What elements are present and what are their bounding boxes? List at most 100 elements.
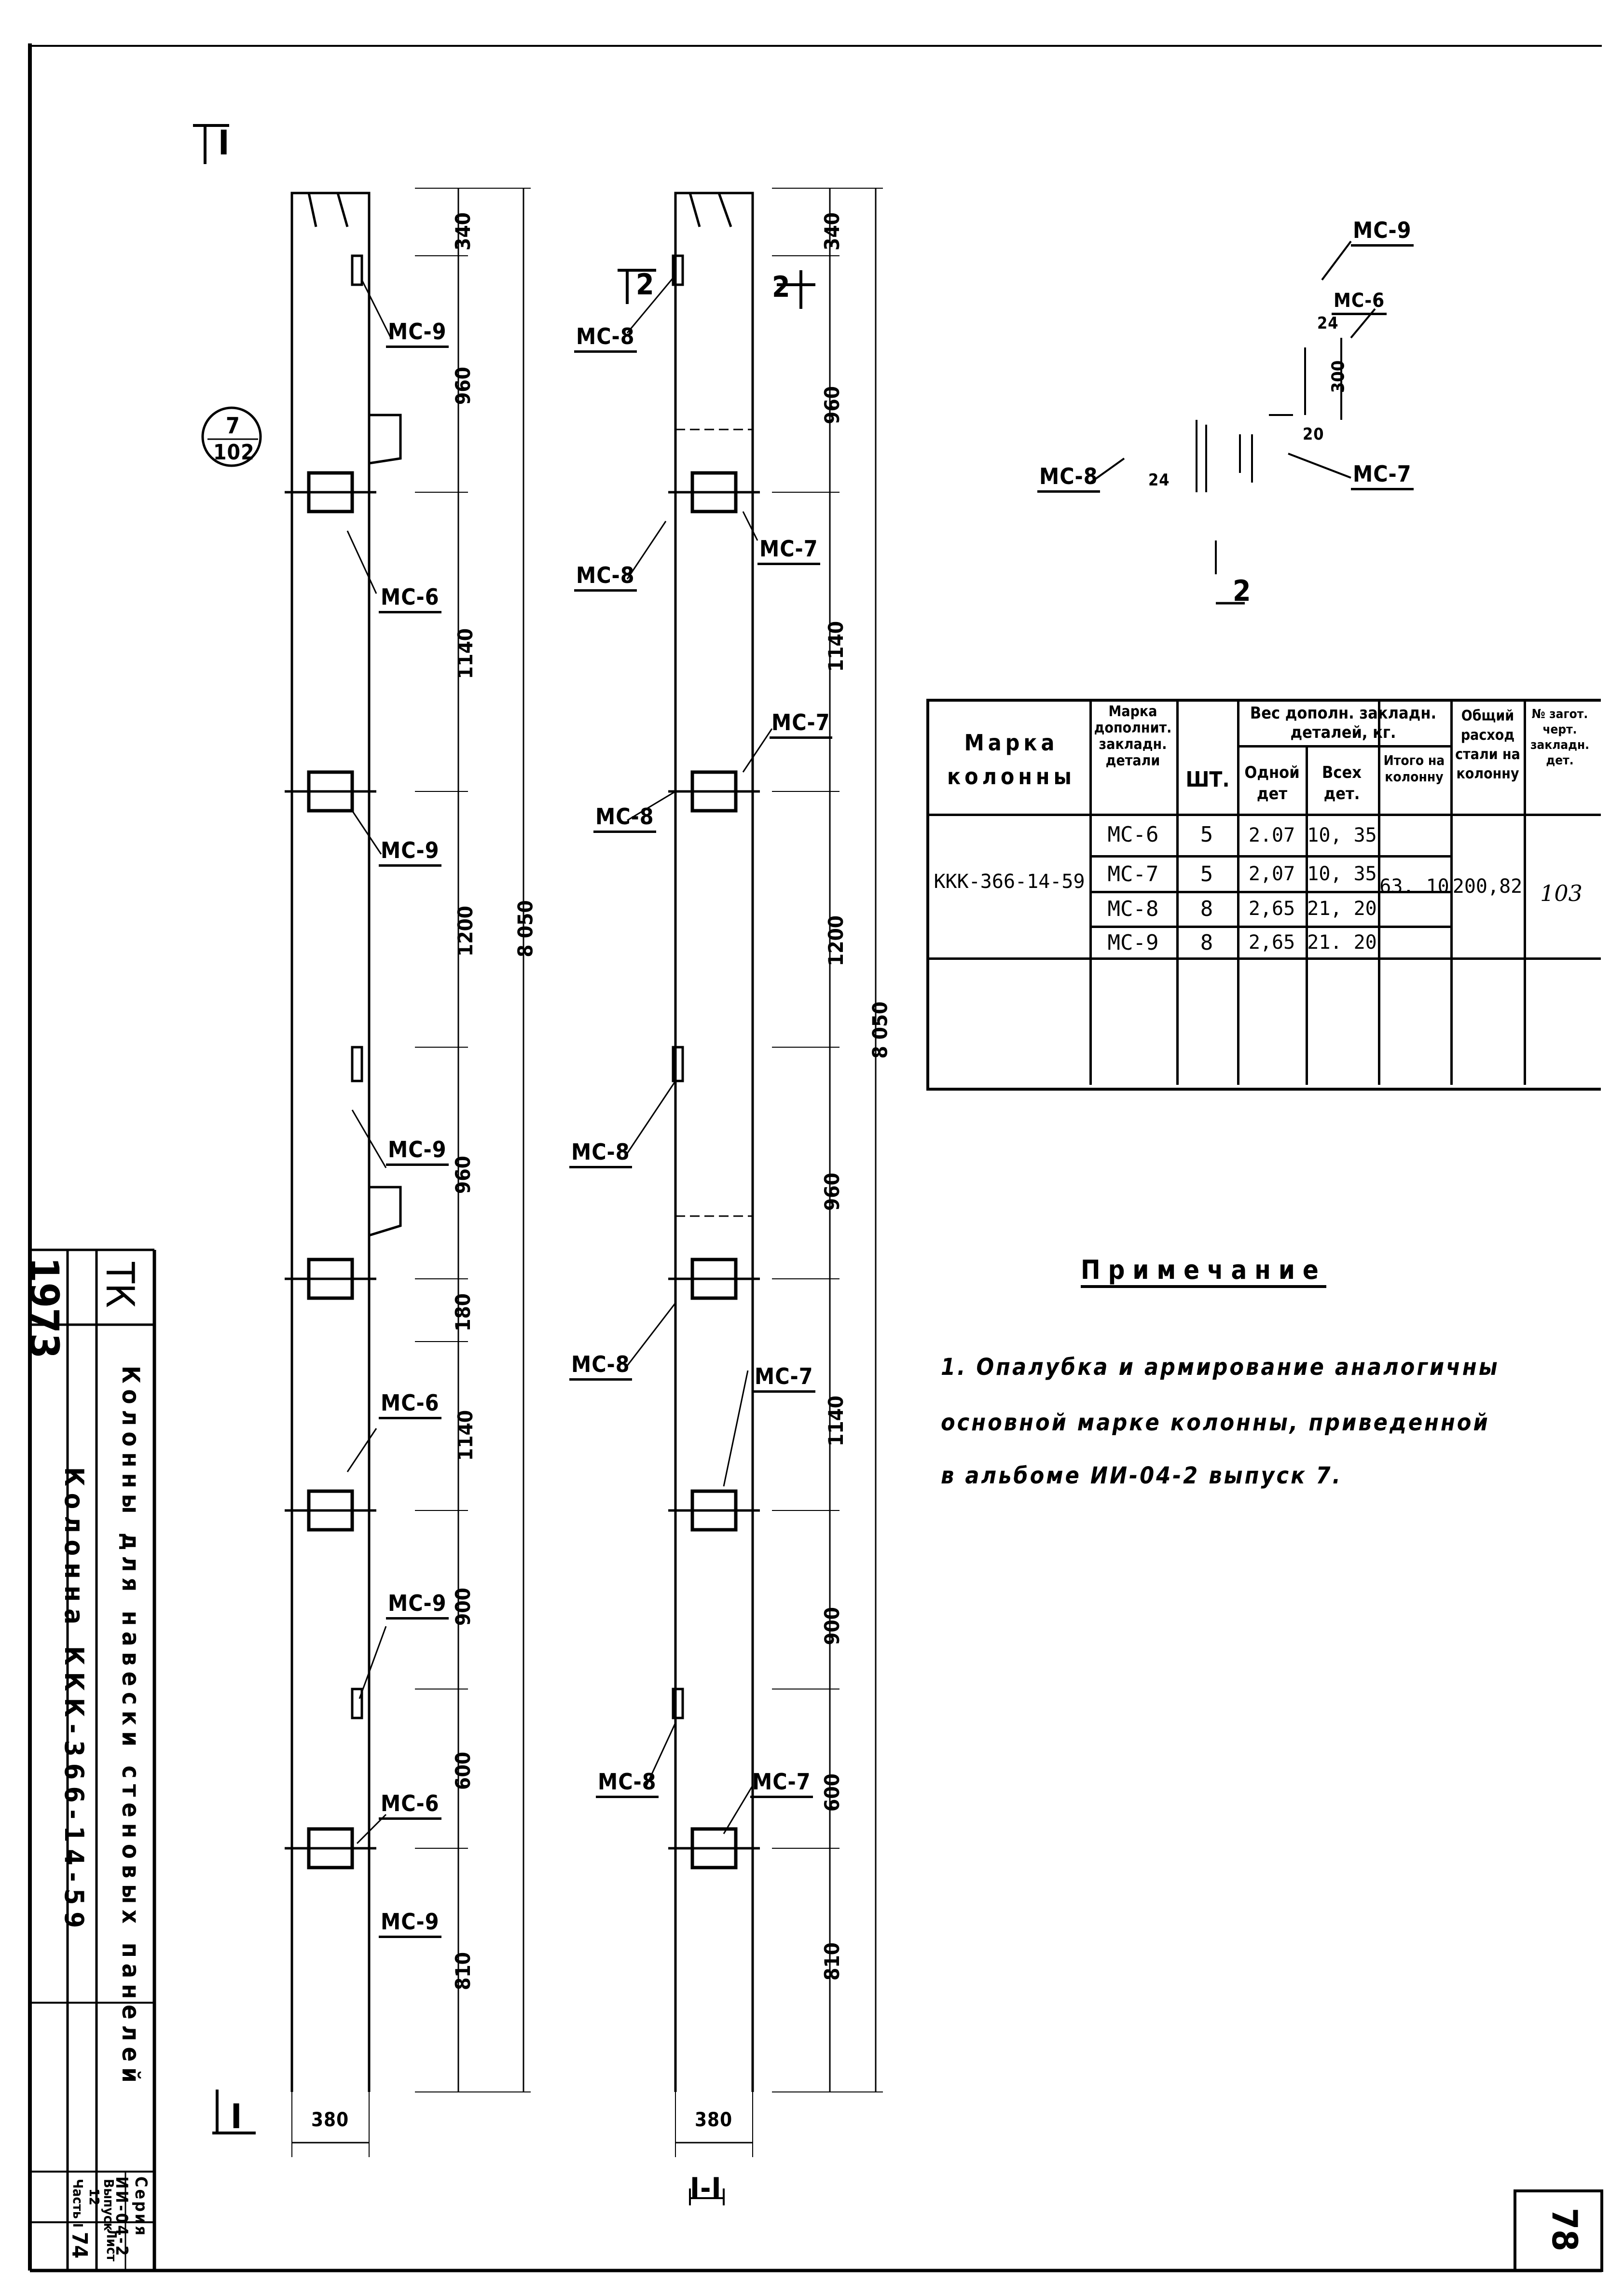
- right-label-10: МС-7: [750, 1769, 813, 1798]
- left-label-1: МС-9: [386, 319, 449, 348]
- right-label-6: МС-8: [569, 1139, 632, 1168]
- embedded-parts-table: Марка колонны Марка дополнит. закладн. д…: [926, 699, 1601, 1091]
- sheet-frame: [28, 43, 1603, 2272]
- td-mark-1: МС-6: [1107, 822, 1159, 847]
- right-dim-1: 340: [820, 212, 844, 250]
- td-one-3: 2,65: [1248, 898, 1295, 920]
- td-one-1: 2.07: [1248, 824, 1295, 846]
- left-dim-4: 1200: [454, 905, 478, 957]
- th-weight-total: Итого на колонну: [1383, 752, 1445, 785]
- th-weight-one: Одной дет: [1244, 763, 1300, 803]
- td-drawing-ref: 103: [1540, 880, 1583, 906]
- detail-label-mc7: МС-7: [1351, 461, 1414, 490]
- th-weight-all: Всех дет.: [1322, 763, 1362, 803]
- right-width-dim: 380: [695, 2109, 733, 2131]
- left-label-7: МС-6: [379, 1790, 441, 1820]
- td-all-2: 10, 35: [1307, 863, 1377, 885]
- section-mark-2-right: 2: [772, 270, 791, 304]
- left-label-5: МС-6: [379, 1390, 441, 1419]
- section-marks: [193, 124, 815, 2205]
- right-label-7: МС-8: [569, 1351, 632, 1381]
- stamp-sheet-value: 74: [67, 2232, 92, 2259]
- stamp-year: 1973: [20, 1257, 68, 1359]
- td-qty-1: 5: [1200, 822, 1213, 847]
- detail-label-mc6: МС-6: [1332, 290, 1387, 315]
- td-column-mark: ККК-366-14-59: [934, 871, 1085, 893]
- left-label-4: МС-9: [386, 1136, 449, 1166]
- th-column-mark: Марка колонны: [947, 730, 1075, 789]
- th-qty: ШТ.: [1185, 767, 1230, 792]
- right-dim-4: 1200: [824, 915, 848, 967]
- td-mark-4: МС-9: [1107, 930, 1159, 955]
- right-dim-3: 1140: [824, 621, 848, 672]
- left-width-dim: 380: [311, 2109, 349, 2131]
- td-all-1: 10, 35: [1307, 824, 1377, 846]
- th-drawing-ref: № загот. черт. закладн. дет.: [1530, 707, 1590, 768]
- right-label-3: МС-7: [757, 536, 820, 565]
- section-caption: I-I: [690, 2172, 722, 2205]
- left-label-2: МС-6: [379, 584, 441, 613]
- right-label-2: МС-8: [574, 562, 637, 592]
- section-mark-bottom: I: [231, 2097, 243, 2136]
- right-label-8: МС-7: [753, 1363, 815, 1393]
- left-dim-9: 600: [451, 1752, 475, 1790]
- td-one-2: 2,07: [1248, 863, 1295, 885]
- td-qty-4: 8: [1200, 930, 1213, 955]
- detail-dim-4: 24: [1148, 471, 1170, 490]
- detail-dim-3: 20: [1303, 425, 1324, 444]
- td-mark-3: МС-8: [1107, 897, 1159, 921]
- section-mark-top: I: [218, 123, 230, 163]
- left-label-3: МС-9: [379, 837, 441, 867]
- left-dim-1: 340: [451, 212, 475, 250]
- left-dim-2: 960: [451, 367, 475, 405]
- stamp-part-label: Часть I: [70, 2179, 86, 2228]
- td-mark-2: МС-7: [1107, 862, 1159, 886]
- stamp-issue-label: Выпуск: [101, 2179, 117, 2231]
- td-total-per-column: 63. 10: [1379, 875, 1449, 898]
- left-label-6: МС-9: [386, 1590, 449, 1620]
- detail-label-mc8: МС-8: [1037, 463, 1100, 493]
- column-left-elevation: [285, 188, 531, 2157]
- detail-caption: 2: [1233, 574, 1252, 608]
- td-all-4: 21. 20: [1307, 931, 1377, 954]
- right-dim-9: 810: [820, 1942, 844, 1980]
- right-dim-6: 1140: [824, 1395, 848, 1447]
- th-weight-group: Вес дополн. закладн. деталей, кг.: [1250, 704, 1437, 742]
- right-label-1: МС-8: [574, 323, 637, 353]
- right-dim-2: 960: [820, 386, 844, 424]
- stamp-sheet-label: Лист: [104, 2229, 120, 2262]
- detail-label-mc9: МС-9: [1351, 217, 1414, 247]
- td-all-3: 21, 20: [1307, 898, 1377, 920]
- callout-circle-bottom: 102: [213, 440, 255, 465]
- left-dim-3: 1140: [454, 628, 478, 679]
- right-dim-total: 8 050: [868, 1001, 892, 1059]
- callout-circle-top: 7: [226, 413, 240, 439]
- stamp-series-label: Серия: [131, 2176, 151, 2238]
- stamp-subtitle: Колонна ККК-366-14-59: [59, 1467, 89, 1935]
- left-dim-7: 1140: [454, 1410, 478, 1461]
- detail-dim-1: 24: [1317, 314, 1339, 333]
- column-right-section: [626, 188, 883, 2157]
- right-dim-7: 900: [820, 1607, 844, 1645]
- left-dim-8: 900: [451, 1588, 475, 1626]
- note-line-1: 1. Опалубка и армирование аналогичны: [941, 1354, 1500, 1381]
- td-qty-3: 8: [1200, 897, 1213, 921]
- th-steel-total: Общий расход стали на колонну: [1455, 707, 1520, 782]
- right-dim-5: 960: [820, 1173, 844, 1211]
- left-dim-10: 810: [451, 1952, 475, 1990]
- stamp-issue-value: 12: [86, 2188, 102, 2206]
- left-dim-total: 8 050: [513, 900, 537, 957]
- sheet-number: 78: [1544, 2208, 1585, 2252]
- stamp-org: ТК: [97, 1262, 142, 1308]
- th-embedded-mark: Марка дополнит. закладн. детали: [1094, 703, 1172, 769]
- td-steel-total: 200,82: [1452, 875, 1523, 898]
- right-label-9: МС-8: [596, 1769, 659, 1798]
- td-qty-2: 5: [1200, 862, 1213, 886]
- right-label-5: МС-8: [593, 803, 656, 833]
- right-dim-8: 600: [820, 1773, 844, 1812]
- note-line-3: в альбоме ИИ-04-2 выпуск 7.: [941, 1462, 1342, 1489]
- detail-dim-2: 300: [1328, 360, 1349, 393]
- left-dim-6: 180: [451, 1293, 475, 1331]
- stamp-title: Колонны для навески стеновых панелей: [117, 1366, 145, 2089]
- left-dim-5: 960: [451, 1156, 475, 1194]
